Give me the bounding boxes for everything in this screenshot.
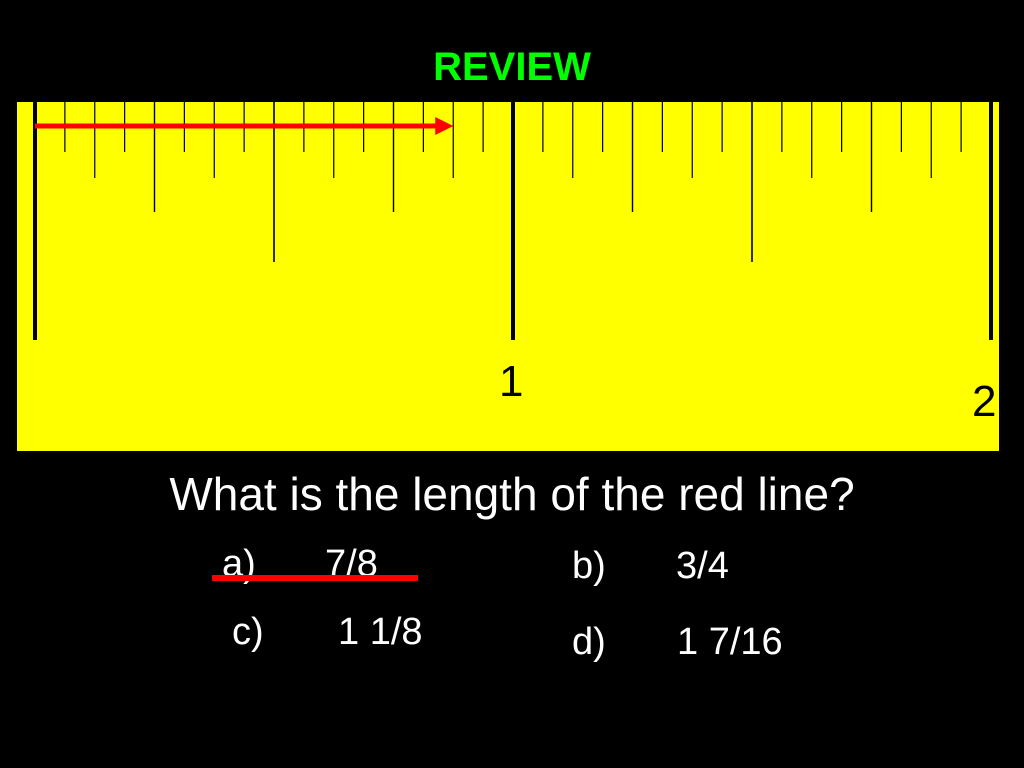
ruler-label-2: 2 bbox=[972, 377, 997, 426]
choice-c-letter: c) bbox=[232, 611, 264, 653]
choice-c[interactable]: c) 1 1/8 bbox=[232, 610, 423, 654]
choice-b[interactable]: b) 3/4 bbox=[572, 544, 729, 588]
choice-d[interactable]: d) 1 7/16 bbox=[572, 620, 783, 664]
choice-d-value: 1 7/16 bbox=[677, 621, 783, 663]
ruler-ticks bbox=[33, 102, 993, 340]
choice-a-strike-line bbox=[212, 575, 418, 581]
choice-d-letter: d) bbox=[572, 621, 606, 663]
slide-title: REVIEW bbox=[433, 45, 591, 89]
choice-b-letter: b) bbox=[572, 545, 606, 587]
ruler-label-1: 1 bbox=[499, 357, 524, 406]
choice-c-value: 1 1/8 bbox=[338, 611, 423, 653]
question-text: What is the length of the red line? bbox=[169, 468, 855, 520]
red-line-arrowhead bbox=[435, 117, 454, 135]
choice-b-value: 3/4 bbox=[676, 545, 729, 587]
ruler: 1 2 bbox=[17, 102, 999, 451]
